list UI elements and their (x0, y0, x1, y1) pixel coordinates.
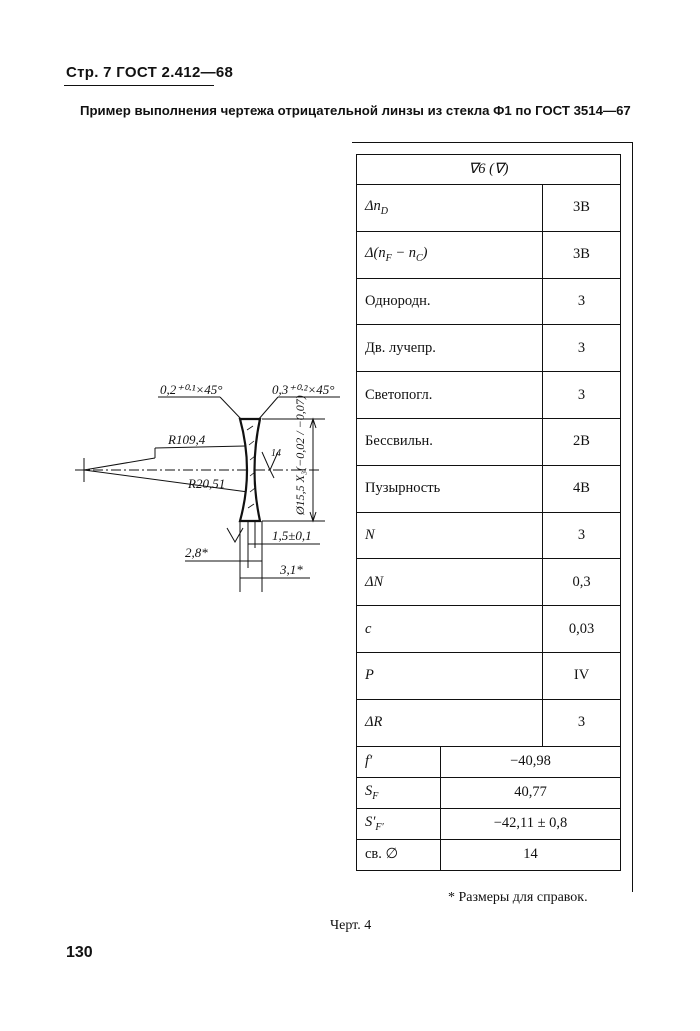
dim-right-label: 3,1* (279, 562, 303, 577)
thickness-label: 1,5±0,1 (272, 528, 312, 543)
optics-value: 14 (439, 838, 622, 871)
row-label: Однородн. (356, 277, 543, 326)
row-value: 3В (541, 230, 622, 279)
optics-value: 40,77 (439, 776, 622, 809)
row-label: P (356, 651, 543, 700)
optics-row: f′ −40,98 (356, 745, 622, 778)
optics-row: SF 40,77 (356, 776, 622, 809)
figure-caption: Пример выполнения чертежа отрицательной … (80, 103, 631, 118)
table-row: ΔR 3 (356, 698, 622, 747)
frame-right-line (632, 142, 633, 892)
row-value: 0,03 (541, 605, 622, 653)
radius-1-label: R109,4 (167, 432, 206, 447)
optics-label: св. ∅ (356, 838, 441, 871)
row-value: 3 (541, 371, 622, 419)
row-value: 3 (541, 511, 622, 560)
optics-label: f′ (356, 745, 441, 778)
chamfer-left-label: 0,2⁺⁰·¹×45° (160, 382, 222, 397)
page-header: Стр. 7 ГОСТ 2.412—68 (66, 64, 234, 81)
table-row: N 3 (356, 511, 622, 560)
row-value: 3 (541, 698, 622, 747)
table-row: Однородн. 3 (356, 277, 622, 326)
table-row: P IV (356, 651, 622, 700)
row-label: N (356, 511, 543, 560)
requirements-table: ∇6 (∇) ΔnD 3В Δ(nF − nC) 3В Однородн. 3 … (355, 154, 622, 871)
table-row: Светопогл. 3 (356, 371, 622, 419)
optics-value: −40,98 (439, 745, 622, 778)
radius-2-line (83, 469, 249, 493)
row-value: 2В (541, 417, 622, 466)
lens-body (238, 417, 262, 523)
lens-hatching (246, 425, 256, 509)
row-label: c (356, 605, 543, 653)
row-label: ΔN (356, 558, 543, 607)
table-header-row: ∇6 (∇) (355, 154, 622, 185)
chamfer-right-leader (257, 396, 279, 421)
table-row: Δ(nF − nC) 3В (356, 230, 622, 279)
radius-1-line (154, 445, 246, 449)
row-label: Пузырность (356, 464, 543, 513)
table-row: ΔN 0,3 (356, 558, 622, 607)
table-row: c 0,03 (356, 605, 622, 653)
table-row: Дв. лучепр. 3 (356, 324, 622, 373)
row-label: Светопогл. (356, 371, 543, 419)
optics-label: SF (356, 776, 441, 809)
chamfer-left-leader (219, 396, 243, 421)
page-number: 130 (66, 944, 93, 961)
row-label: ΔR (356, 698, 543, 747)
row-label: Δ(nF − nC) (356, 230, 543, 279)
table-row: Бессвильн. 2В (356, 417, 622, 466)
chamfer-right-label: 0,3⁺⁰·²×45° (272, 382, 334, 397)
header-rule (64, 85, 214, 86)
row-value: 0,3 (541, 558, 622, 607)
row-label: Дв. лучепр. (356, 324, 543, 373)
diameter-label: Ø15,5 X₃(−0,02 / −0,07) (293, 395, 307, 516)
optics-value: −42,11 ± 0,8 (439, 807, 622, 840)
frame-top-line (352, 142, 632, 143)
optics-row: св. ∅ 14 (356, 838, 622, 871)
row-value: IV (541, 651, 622, 700)
table-row: ΔnD 3В (356, 184, 622, 232)
roughness-header: ∇6 (∇) (355, 154, 622, 185)
row-value: 4В (541, 464, 622, 513)
footnote: * Размеры для справок. (448, 890, 588, 905)
row-value: 3В (541, 184, 622, 232)
row-label: Бессвильн. (356, 417, 543, 466)
figure-label: Черт. 4 (330, 918, 372, 933)
table-row: Пузырность 4В (356, 464, 622, 513)
diam-arrows (309, 417, 317, 523)
dim-left-label: 2,8* (185, 545, 208, 560)
row-label: ΔnD (356, 184, 543, 232)
optics-label: S′F′ (356, 807, 441, 840)
optics-row: S′F′ −42,11 ± 0,8 (356, 807, 622, 840)
roughness-value: 14 (271, 448, 281, 459)
radius-1-leader (83, 457, 156, 471)
roughness-symbol-left (226, 527, 244, 544)
row-value: 3 (541, 277, 622, 326)
radius-2-label: R20,51 (187, 476, 225, 491)
lens-drawing: 0,2⁺⁰·¹×45° 0,3⁺⁰·²×45° R109,4 R20,51 2,… (75, 382, 340, 592)
row-value: 3 (541, 324, 622, 373)
